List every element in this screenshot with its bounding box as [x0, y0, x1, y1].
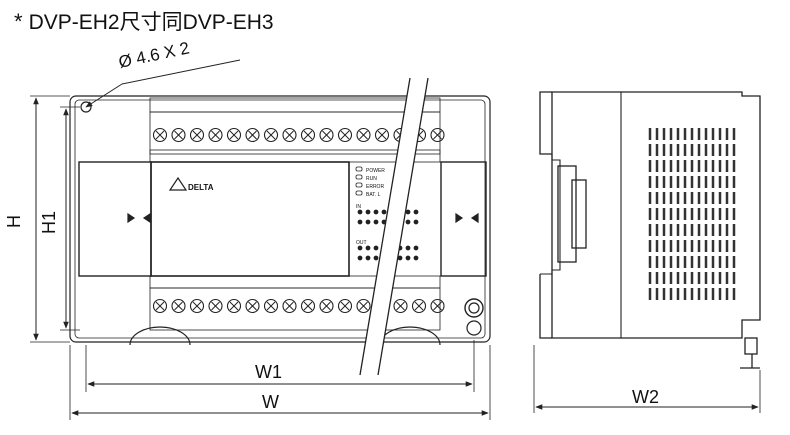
terminal-screw-icon	[300, 127, 316, 143]
front-view	[69, 95, 491, 346]
terminal-screw-icon	[171, 298, 186, 314]
out-label: OUT	[356, 240, 367, 246]
delta-logo-icon	[168, 176, 188, 191]
led-column	[355, 166, 363, 196]
terminal-screw-icon	[319, 298, 334, 314]
terminal-screw-icon	[356, 127, 371, 143]
terminal-screw-icon	[282, 298, 297, 314]
label-W: W	[262, 392, 279, 412]
led-label-power: POWER	[366, 168, 385, 174]
terminal-screw-icon	[374, 127, 390, 143]
terminal-screw-icon	[226, 127, 242, 143]
terminal-screw-icon	[226, 298, 242, 314]
left-foot	[129, 326, 191, 346]
label-W2: W2	[632, 387, 659, 407]
led-indicator	[355, 190, 363, 196]
top-terminal-block	[149, 111, 441, 155]
terminal-screw-icon	[430, 127, 445, 143]
center-panel	[150, 161, 350, 277]
terminal-screw-icon	[189, 298, 205, 314]
hole-callout: Ø 4.6 X 2	[117, 38, 191, 72]
led-indicator	[355, 174, 363, 180]
terminal-screw-icon	[263, 298, 279, 314]
front-dimensions	[30, 59, 491, 420]
led-indicator	[355, 166, 363, 172]
terminal-screw-icon	[337, 298, 353, 314]
led-label-batl: BAT. L	[366, 192, 381, 198]
left-cover	[78, 161, 152, 277]
title-text: DVP-EH2尺寸同DVP-EH3	[28, 11, 274, 34]
terminal-screw-icon	[393, 298, 408, 314]
vent-grille	[648, 128, 736, 300]
side-housing-outline	[551, 91, 761, 339]
brand-label: DELTA	[188, 183, 214, 192]
label-W1: W1	[255, 362, 282, 382]
title-asterisk: *	[14, 9, 23, 34]
led-indicator	[355, 182, 363, 188]
terminal-screw-icon	[245, 127, 260, 143]
terminal-screw-icon	[245, 298, 260, 314]
terminal-screw-icon	[430, 298, 445, 314]
terminal-screw-icon	[263, 127, 279, 143]
terminal-screw-icon	[208, 298, 223, 314]
terminal-screw-icon	[300, 298, 316, 314]
right-cover	[440, 161, 487, 277]
led-label-run: RUN	[366, 176, 377, 182]
terminal-screw-icon	[152, 298, 168, 314]
terminal-screw-icon	[337, 127, 353, 143]
break-lines	[359, 77, 429, 376]
label-H1: H1	[39, 211, 59, 234]
terminal-screw-icon	[411, 298, 427, 314]
side-view	[539, 91, 761, 369]
label-H: H	[4, 215, 24, 228]
panel-labels: DELTA POWER RUN ERROR BAT. L IN OUT	[168, 168, 385, 246]
terminal-screw-icon	[171, 127, 186, 143]
terminal-screw-icon	[319, 127, 334, 143]
front-housing-outline	[69, 95, 491, 343]
terminal-screw-icon	[208, 127, 223, 143]
drawing-title: *DVP-EH2尺寸同DVP-EH3	[14, 6, 274, 36]
in-label: IN	[356, 204, 361, 210]
led-label-error: ERROR	[366, 184, 384, 190]
terminal-screw-icon	[189, 127, 205, 143]
terminal-screw-icon	[152, 127, 168, 143]
terminal-screw-icon	[356, 298, 371, 314]
terminal-screw-icon	[282, 127, 297, 143]
side-dimensions	[533, 345, 761, 413]
